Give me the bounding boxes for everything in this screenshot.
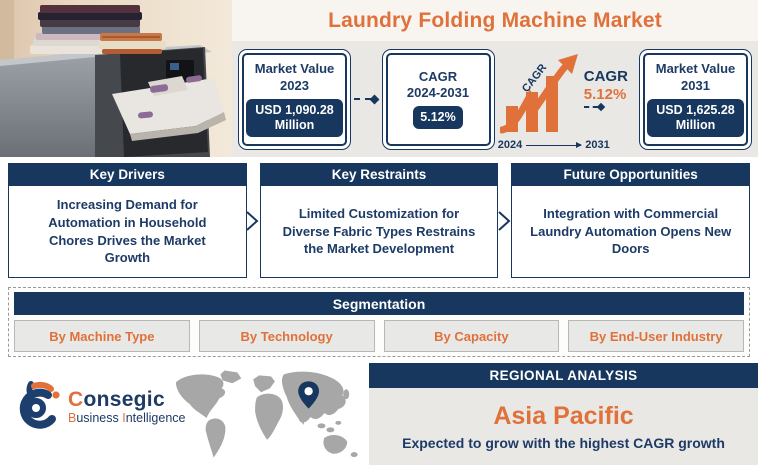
key-drivers-box: Key Drivers Increasing Demand for Automa… (8, 163, 247, 278)
market-value-2023-year: 2023 (280, 77, 309, 93)
chart-axis: 2024 2031 (498, 139, 610, 151)
cagr-card-value: 5.12% (413, 106, 463, 130)
axis-year-end: 2031 (585, 139, 610, 151)
segmentation-section: Segmentation By Machine Type By Technolo… (8, 287, 750, 357)
market-value-2031-label: Market Value (655, 61, 736, 77)
chevron-right-icon (246, 211, 259, 231)
key-restraints-header: Key Restraints (259, 163, 499, 186)
key-restraints-box: Key Restraints Limited Customization for… (259, 163, 499, 278)
segment-by-capacity[interactable]: By Capacity (383, 320, 560, 352)
regional-analysis-panel: REGIONAL ANALYSIS Asia Pacific Expected … (369, 363, 758, 465)
future-opportunities-text: Integration with Commercial Laundry Auto… (530, 206, 732, 257)
logo-brand-name: Consegic (68, 387, 165, 411)
key-drivers-text: Increasing Demand for Automation in Hous… (48, 197, 207, 266)
regional-analysis-header: REGIONAL ANALYSIS (369, 363, 758, 388)
regional-region-name: Asia Pacific (493, 402, 634, 430)
diamond-arrow-icon (354, 94, 380, 104)
location-pin-icon (298, 381, 319, 409)
growth-arrow-icon: CAGR (499, 54, 578, 134)
segment-by-machine-type[interactable]: By Machine Type (14, 320, 190, 352)
page-title: Laundry Folding Machine Market (328, 8, 662, 32)
laundry-machine-photo (0, 0, 232, 157)
cagr-card: CAGR 2024-2031 5.12% (381, 48, 495, 150)
factors-row: Key Drivers Increasing Demand for Automa… (8, 163, 751, 278)
future-opportunities-box: Future Opportunities Integration with Co… (511, 163, 751, 278)
market-value-2031-card: Market Value 2031 USD 1,625.28 Million (639, 48, 752, 150)
segmentation-header: Segmentation (14, 292, 744, 315)
key-restraints-text: Limited Customization for Diverse Fabric… (282, 206, 476, 257)
market-value-2031-year: 2031 (681, 77, 710, 93)
axis-year-start: 2024 (497, 139, 523, 151)
logo-tagline: Business Intelligence (68, 410, 186, 425)
growth-chart: CAGR CAGR 5.12% 2024 2031 (498, 44, 636, 154)
axis-arrow-icon (526, 141, 583, 148)
legend-cagr-value: 5.12% (583, 86, 627, 103)
segment-by-end-user-industry[interactable]: By End-User Industry (568, 320, 744, 352)
bottom-row: Consegic Business Intelligence (0, 362, 758, 465)
consegic-logo: Consegic Business Intelligence (12, 378, 185, 436)
chevron-right-icon (498, 211, 511, 231)
market-value-2023-card: Market Value 2023 USD 1,090.28 Million (238, 48, 351, 150)
market-value-2023-value: USD 1,090.28 Million (246, 98, 343, 137)
cagr-card-label: CAGR (418, 68, 458, 84)
world-map (175, 370, 358, 458)
cagr-card-period: 2024-2031 (406, 85, 470, 100)
consegic-logo-icon (19, 381, 60, 429)
regional-description: Expected to grow with the highest CAGR g… (402, 435, 725, 451)
machine-photo-art (0, 0, 232, 157)
title-strip: Laundry Folding Machine Market (232, 0, 758, 41)
chart-legend: CAGR 5.12% (583, 68, 628, 112)
key-drivers-header: Key Drivers (8, 163, 247, 186)
legend-cagr-label: CAGR (583, 68, 628, 85)
market-value-2031-value: USD 1,625.28 Million (647, 98, 744, 137)
future-opportunities-header: Future Opportunities (511, 163, 751, 186)
market-value-2023-label: Market Value (254, 61, 335, 77)
stats-row: Market Value 2023 USD 1,090.28 Million C… (232, 41, 758, 157)
diamond-arrow-icon (583, 102, 628, 112)
segment-by-technology[interactable]: By Technology (198, 320, 375, 352)
